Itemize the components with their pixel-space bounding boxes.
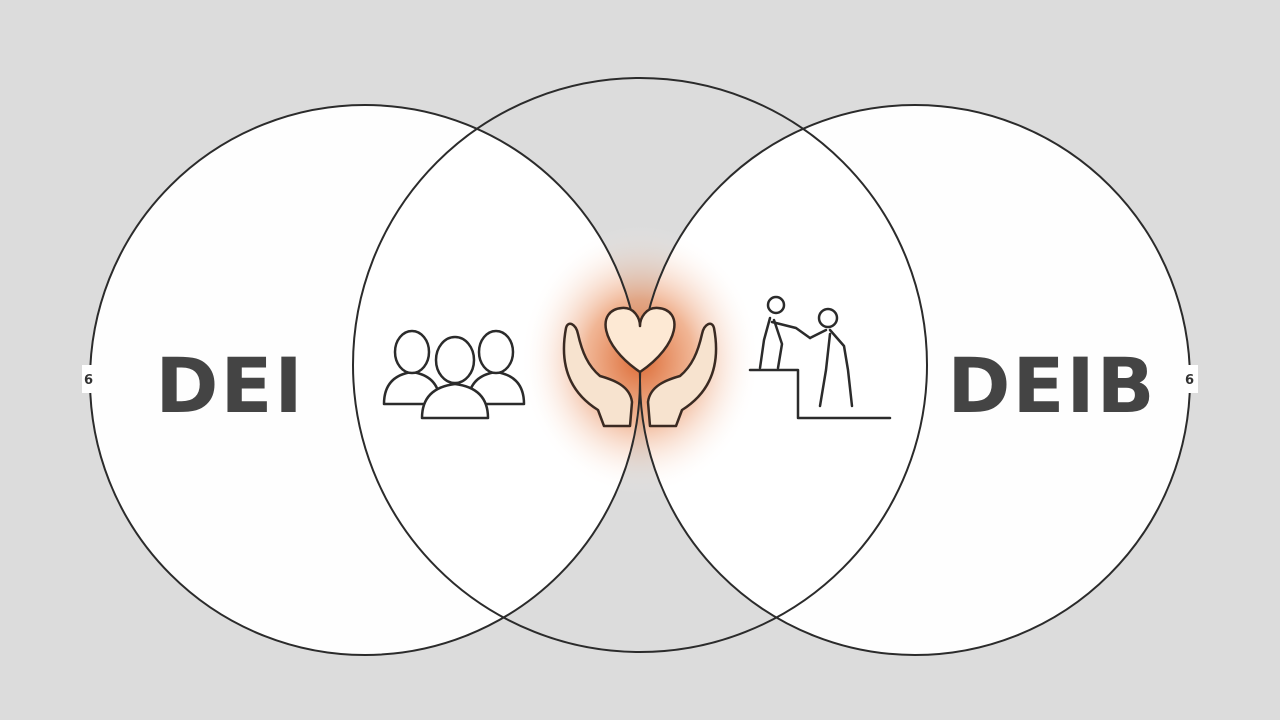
left-edge-mark: 6 (84, 373, 93, 388)
helping-climb-icon (748, 295, 892, 420)
middle-circle (352, 77, 928, 653)
hands-heart-icon (562, 306, 718, 428)
deib-label: DEIB (947, 341, 1156, 430)
dei-label: DEI (155, 341, 304, 430)
people-group-icon (382, 329, 526, 420)
right-edge-mark: 6 (1185, 373, 1194, 388)
